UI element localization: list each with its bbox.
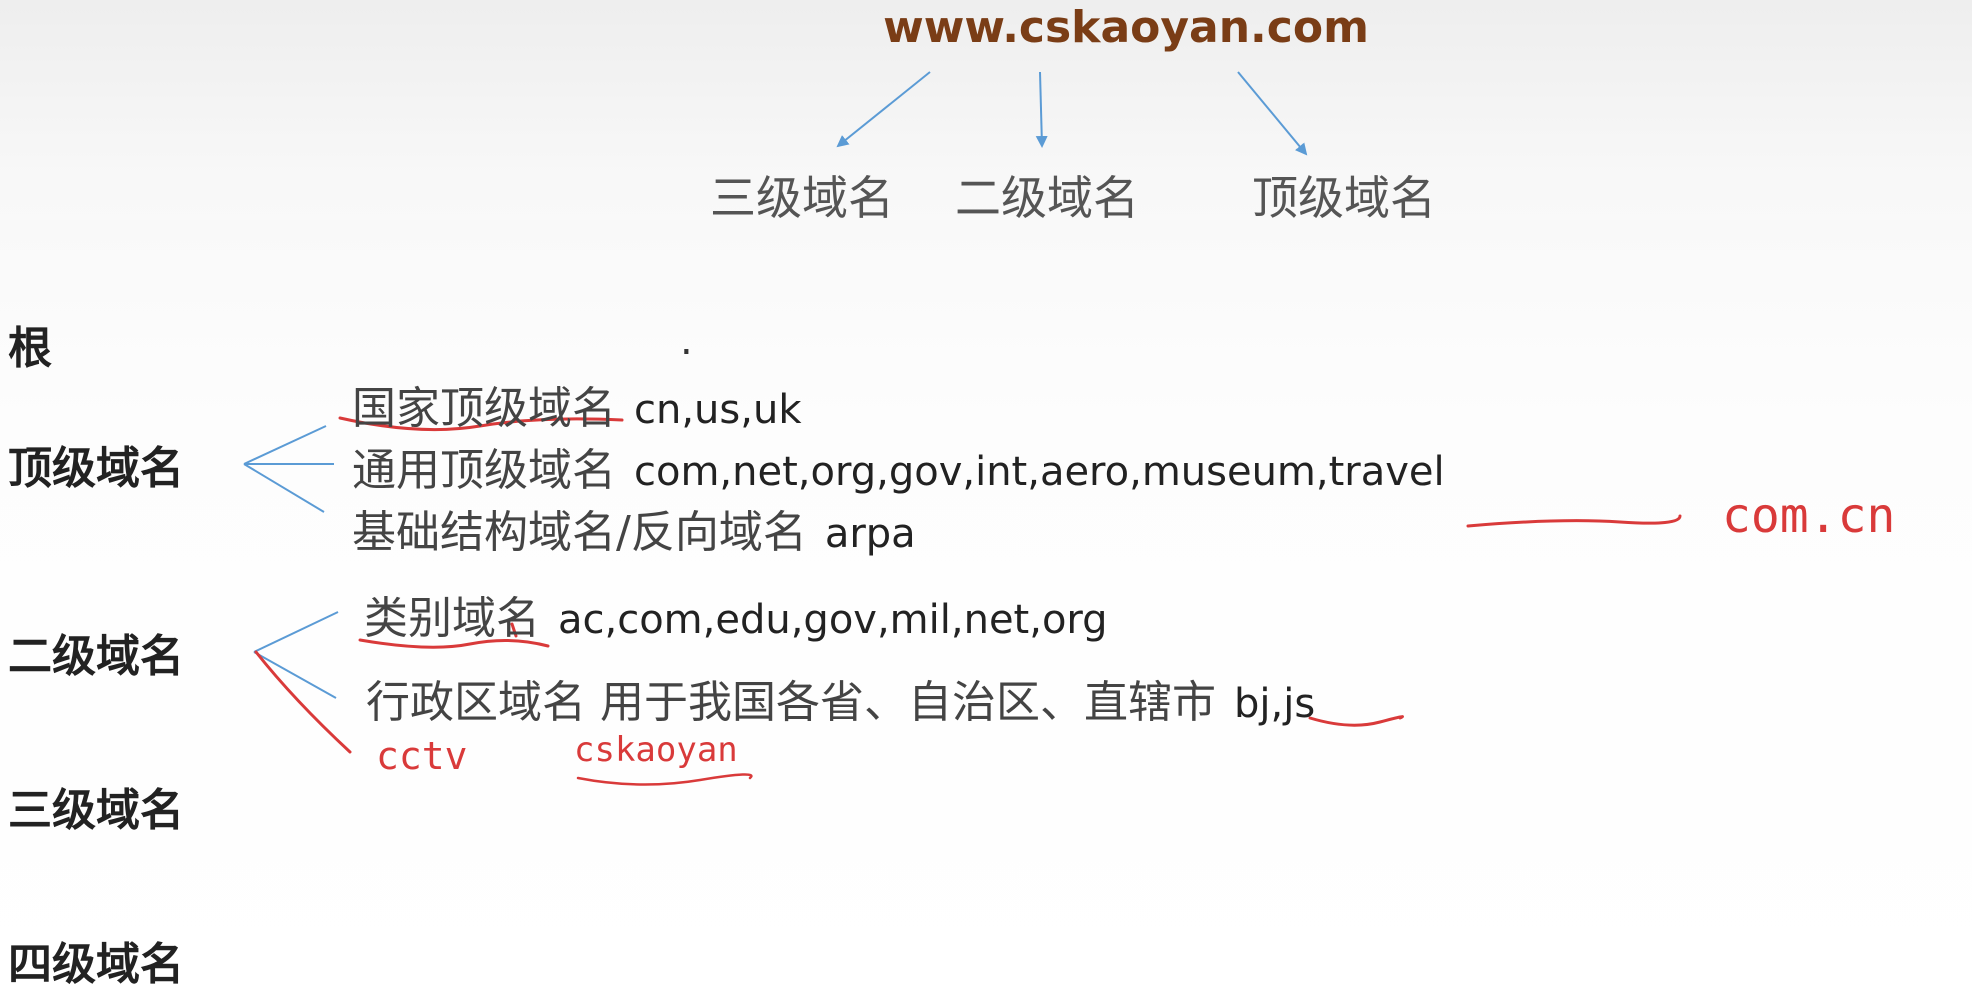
annotation-cctv: cctv xyxy=(376,734,468,778)
top-item-examples: com,net,org,gov,int,aero,museum,travel xyxy=(634,449,1445,495)
second-item-examples: ac,com,edu,gov,mil,net,org xyxy=(558,597,1108,643)
handwritten-branch xyxy=(254,650,352,754)
level-fourth: 四级域名 xyxy=(8,939,184,990)
underline-category xyxy=(358,638,550,649)
level-top: 顶级域名 xyxy=(8,443,184,494)
top-item-infrastructure: 基础结构域名/反向域名 arpa xyxy=(352,496,916,560)
handwritten-dash xyxy=(1466,514,1682,528)
top-item-label: 基础结构域名/反向域名 xyxy=(352,507,807,558)
level-second: 二级域名 xyxy=(8,631,184,682)
top-item-label: 国家顶级域名 xyxy=(352,383,616,434)
second-item-label: 行政区域名 用于我国各省、自治区、直辖市 xyxy=(366,677,1216,728)
underline-cskaoyan xyxy=(576,773,753,786)
bracket-top-1 xyxy=(243,425,327,465)
annotation-comcn: com.cn xyxy=(1722,488,1896,544)
bracket-second-1 xyxy=(253,611,339,653)
arrow-third xyxy=(836,71,931,148)
level-root: 根 xyxy=(8,323,52,374)
domain-title: www.cskaoyan.com xyxy=(883,2,1369,53)
annotation-cskaoyan: cskaoyan xyxy=(574,730,738,770)
bracket-top-3 xyxy=(243,463,325,513)
underline-bjjs xyxy=(1308,715,1404,727)
part-top-level: 顶级域名 xyxy=(1252,171,1436,225)
arrow-second xyxy=(1035,71,1048,148)
root-dot: . xyxy=(680,318,693,364)
tick-mark xyxy=(510,622,518,638)
level-third: 三级域名 xyxy=(8,785,184,836)
top-item-label: 通用顶级域名 xyxy=(352,445,616,496)
part-second-level: 二级域名 xyxy=(955,171,1139,225)
top-item-generic: 通用顶级域名 com,net,org,gov,int,aero,museum,tr… xyxy=(352,434,1445,498)
bracket-second-2 xyxy=(253,651,337,699)
second-item-category: 类别域名 ac,com,edu,gov,mil,net,org xyxy=(364,582,1108,646)
part-third-level: 三级域名 xyxy=(710,171,894,225)
arrow-top xyxy=(1237,71,1308,156)
second-item-label: 类别域名 xyxy=(364,593,540,644)
underline-country xyxy=(338,416,624,432)
top-item-country: 国家顶级域名 cn,us,uk xyxy=(352,372,801,436)
second-item-examples: bj,js xyxy=(1234,681,1316,727)
top-item-examples: arpa xyxy=(824,511,916,557)
second-item-administrative: 行政区域名 用于我国各省、自治区、直辖市 bj,js xyxy=(366,666,1315,730)
top-item-examples: cn,us,uk xyxy=(634,387,802,433)
